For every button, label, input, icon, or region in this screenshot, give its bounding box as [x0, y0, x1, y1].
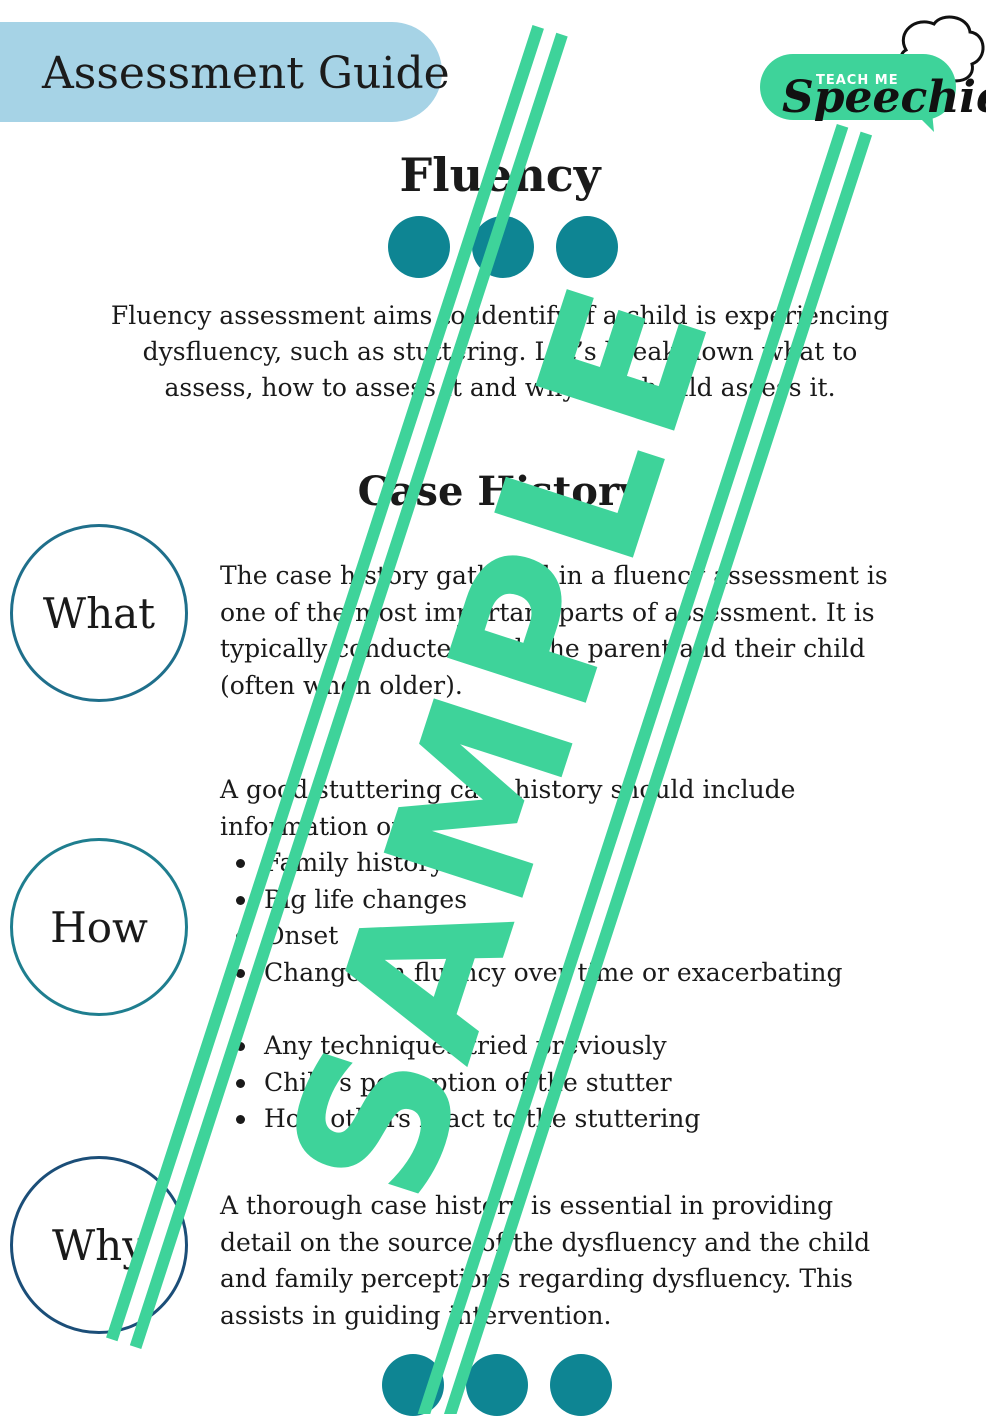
list-item: Onset — [222, 918, 902, 955]
logo-top-text: TEACH ME — [816, 73, 899, 88]
intro-paragraph: Fluency assessment aims to identify if a… — [110, 301, 890, 402]
what-paragraph: The case history gathered in a fluency a… — [220, 561, 888, 700]
what-circle: What — [10, 524, 188, 702]
dot-icon — [556, 216, 618, 278]
what-label: What — [42, 588, 156, 638]
list-item: Big life changes — [222, 882, 902, 919]
speech-bubble-icon — [760, 54, 956, 120]
dot-icon — [388, 216, 450, 278]
list-item: How others react to the stuttering — [222, 1101, 902, 1138]
header-badge-label: Assessment Guide — [42, 48, 450, 99]
how-list-a: Family history Big life changes Onset Ch… — [222, 845, 902, 991]
section-title: Case History — [357, 468, 643, 515]
dot-icon — [472, 216, 534, 278]
list-item: Any techniques tried previously — [222, 1028, 902, 1065]
dot-icon — [466, 1354, 528, 1416]
dot-icon — [550, 1354, 612, 1416]
list-item: Family history — [222, 845, 902, 882]
list-item: Child’s perception of the stutter — [222, 1065, 902, 1102]
how-intro: A good stuttering case history should in… — [220, 775, 796, 841]
why-circle: Why — [10, 1156, 188, 1334]
why-label: Why — [52, 1220, 146, 1270]
title-dots — [388, 216, 618, 278]
how-list-b: Any techniques tried previously Child’s … — [222, 1028, 902, 1138]
how-label: How — [50, 902, 148, 952]
teach-me-speechie-logo: TEACH ME Speechie — [760, 15, 986, 132]
how-circle: How — [10, 838, 188, 1016]
page-title: Fluency — [399, 148, 601, 202]
why-paragraph: A thorough case history is essential in … — [220, 1191, 871, 1330]
dot-icon — [382, 1354, 444, 1416]
bottom-dots — [382, 1354, 612, 1416]
logo-main-text: Speechie — [782, 72, 986, 123]
list-item: Changes in fluency over time or exacerba… — [222, 955, 902, 992]
